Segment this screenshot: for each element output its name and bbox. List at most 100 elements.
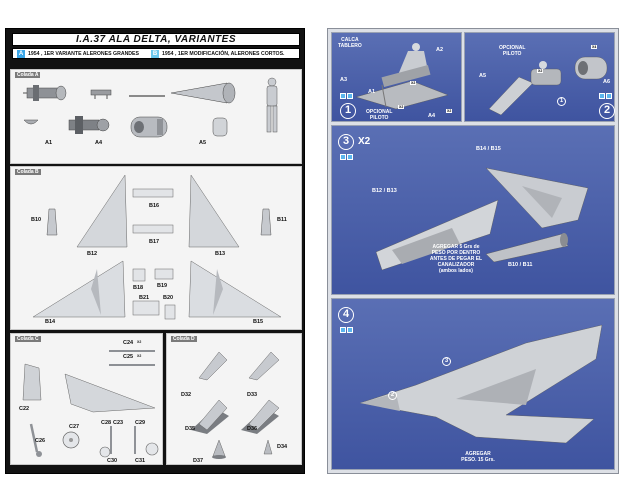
step3-number: 3 <box>338 134 354 150</box>
step2-tag-2: X2 <box>537 69 544 73</box>
step2-number: 2 <box>599 103 615 119</box>
sheet-title: I.A.37 ALA DELTA, VARIANTES <box>12 33 300 46</box>
part-label-c25: C25 <box>123 354 134 360</box>
part-d33-intake <box>248 351 280 381</box>
step1-label-a3: A3 <box>340 77 348 83</box>
step2-label-a5: A5 <box>479 73 487 79</box>
step3-intake-drawing <box>485 233 569 263</box>
part-a1-engine <box>23 85 67 101</box>
variant-b-text: 1954 , 1ER MODIFICACIÓN, ALERONES CORTOS… <box>161 50 285 57</box>
part-b11-fence <box>260 208 272 236</box>
parts-sheet: I.A.37 ALA DELTA, VARIANTES A 1954 , 1ER… <box>5 28 305 474</box>
variant-legend: A 1954 , 1ER VARIANTE ALERONES GRANDES B… <box>12 48 300 59</box>
step3-label-b14-b15: B14 / B15 <box>476 146 501 152</box>
part-label-c27: C27 <box>69 424 80 430</box>
step1-label-a1: A1 <box>368 89 376 95</box>
step1-variant-badges <box>340 93 353 99</box>
part-a8-cylinder <box>212 117 228 137</box>
step3-weight-note: AGREGAR 5 Grs de PESO POR DENTRO ANTES D… <box>429 244 483 274</box>
part-d32-intake <box>198 351 228 381</box>
part-label-b15: B15 <box>253 319 264 325</box>
part-label-c28: C28 <box>101 420 112 426</box>
part-d36-duct <box>241 399 280 434</box>
sprue-d-label: Colada D <box>171 336 197 342</box>
step1-pilot-seat-drawing <box>381 43 431 87</box>
part-label-c26: C26 <box>35 438 46 444</box>
part-a3-canopy <box>23 119 39 125</box>
part-c29-strut <box>134 426 136 454</box>
step4-variant-badges <box>340 327 353 333</box>
part-label-b13: B13 <box>215 251 226 257</box>
variant-b-badge: B <box>150 49 159 58</box>
part-c24-qty: X2 <box>137 340 142 344</box>
part-a5-nose-cone <box>170 82 236 104</box>
sprue-c-panel: Colada C C24 X2 C25 X2 C22 C23 C26 C27 <box>10 333 163 465</box>
part-c22-rudder <box>22 363 42 401</box>
variant-a-text: 1954 , 1ER VARIANTE ALERONES GRANDES <box>28 50 139 57</box>
step4-callout-3: 3 <box>442 357 451 366</box>
part-label-d35: D35 <box>185 426 196 432</box>
step3-upper-wing-drawing <box>375 199 499 271</box>
part-c26-landing-strut <box>29 423 42 457</box>
part-b12-wing-upper-left <box>76 174 128 248</box>
part-label-b12: B12 <box>87 251 98 257</box>
part-label-b18: B18 <box>133 285 144 291</box>
part-b20-panel <box>164 304 176 320</box>
part-c23-tail-fin <box>64 373 156 413</box>
part-label-b11: B11 <box>277 217 287 223</box>
step2-fuselage-pod-drawing <box>574 56 608 80</box>
part-label-d34: D34 <box>277 444 288 450</box>
part-b13-wing-upper-right <box>188 174 240 248</box>
part-a4-bracket <box>90 89 112 99</box>
part-label-b19: B19 <box>157 283 168 289</box>
step3-variant-badges <box>340 154 353 160</box>
step1-decal-note: CALCA TABLERO <box>338 37 362 49</box>
part-label-b14: B14 <box>45 319 56 325</box>
part-label-a4: A4 <box>95 140 103 146</box>
part-label-d32: D32 <box>181 392 192 398</box>
step1-label-a4: A4 <box>428 113 436 119</box>
step1-tag-1: X2 <box>410 81 417 85</box>
part-b14-wing-lower-left <box>32 260 126 318</box>
step2-optional-pilot-note: OPCIONAL PILOTO <box>499 45 526 57</box>
sprue-d-panel: Colada D D32 D33 D35 D36 D37 D34 <box>166 333 302 465</box>
part-label-d33: D33 <box>247 392 258 398</box>
part-b15-wing-lower-right <box>188 260 282 318</box>
part-c27-wheel <box>62 431 80 449</box>
step2-cockpit-drawing <box>488 61 562 115</box>
step3-lower-wing-drawing <box>485 167 589 229</box>
part-a7-rod <box>129 95 165 97</box>
step1-floor-drawing <box>355 80 449 110</box>
step4-weight-note: AGREGAR PESO. 15 Grs. <box>461 451 495 463</box>
step-2-panel: OPCIONAL PILOTO A5 A6 1 X4 X2 2 <box>464 32 615 122</box>
step-3-panel: 3 X2 B14 / B15 B12 / B13 AGREGAR 5 Grs d… <box>331 125 615 295</box>
step1-tag-3: X2 <box>446 109 453 113</box>
step4-callout-2: 2 <box>388 391 397 400</box>
part-a9-pilot-figure <box>266 77 278 133</box>
part-c30-wheel <box>99 446 111 458</box>
part-label-b21: B21 <box>139 295 150 301</box>
part-label-a1: A1 <box>45 140 53 146</box>
step-4-panel: 4 2 3 AGREGAR PESO. 15 Grs. <box>331 298 615 470</box>
step1-label-a2: A2 <box>436 47 444 53</box>
part-d35-duct <box>191 399 229 434</box>
part-label-b17: B17 <box>149 239 160 245</box>
part-label-b10: B10 <box>31 217 42 223</box>
step2-variant-badges <box>599 93 612 99</box>
step4-number: 4 <box>338 307 354 323</box>
part-label-c31: C31 <box>135 458 146 464</box>
part-a2-seat <box>68 116 110 134</box>
part-label-b20: B20 <box>163 295 174 301</box>
part-label-d37: D37 <box>193 458 204 464</box>
part-c25-qty: X2 <box>137 354 142 358</box>
step2-callout-1: 1 <box>557 97 566 106</box>
part-c28-strut <box>110 426 112 454</box>
part-label-c29: C29 <box>135 420 146 426</box>
part-b19-panel <box>154 268 174 280</box>
assembly-sheet: CALCA TABLERO A2 A3 A1 A4 X2 X2 X2 OPCIO… <box>327 28 619 474</box>
step3-multiplier: X2 <box>358 136 371 147</box>
sprue-a-label: Colada A <box>15 72 41 78</box>
step3-label-b10-b11: B10 / B11 <box>508 262 533 268</box>
part-label-c23: C23 <box>113 420 124 426</box>
sprue-b-panel: Colada B B10 B12 B16 B17 B13 B11 B18 <box>10 166 302 330</box>
